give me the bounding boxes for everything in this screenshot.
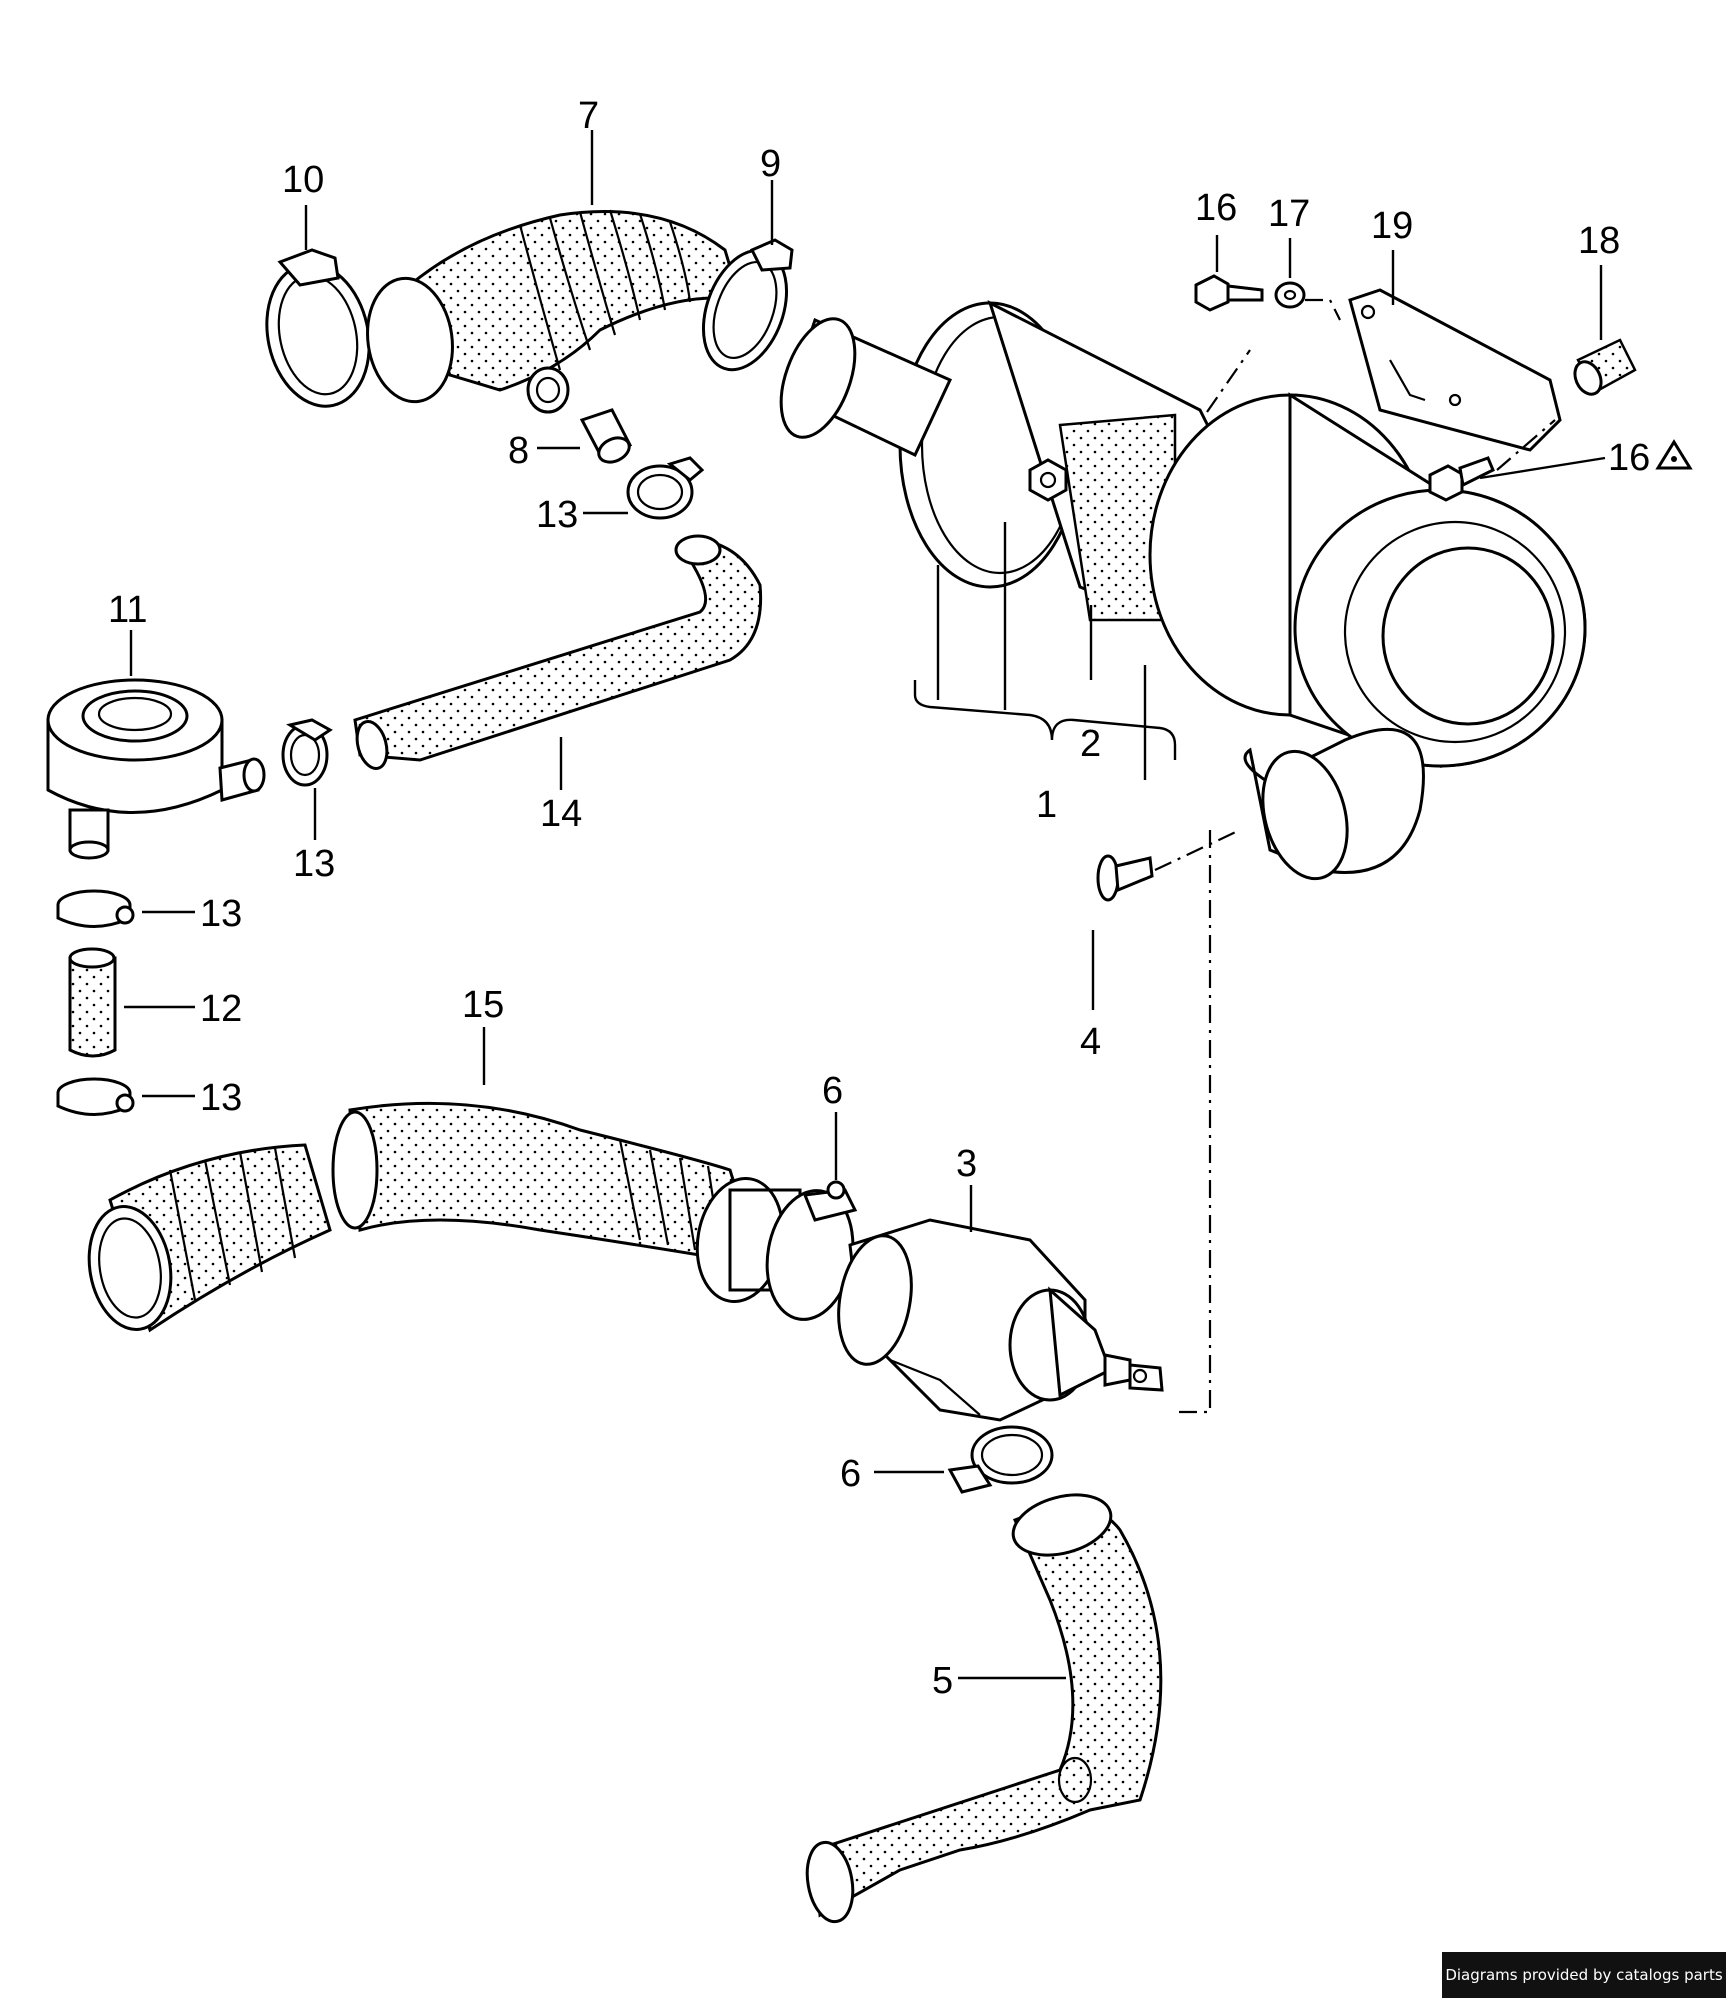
- breather-hose-14: [353, 534, 763, 770]
- leader-lines: [124, 130, 1606, 1680]
- callout-6-upper: 6: [822, 1070, 843, 1112]
- callout-10: 10: [282, 159, 324, 201]
- screw: [1096, 854, 1154, 902]
- corrugated-hose-15: [331, 1101, 763, 1267]
- callout-11: 11: [108, 589, 147, 631]
- callout-18: 18: [1578, 220, 1620, 262]
- bolt-16-lower: [1428, 456, 1495, 502]
- bolt-16-upper: [1194, 274, 1264, 312]
- clamp-13-upper: [626, 456, 705, 520]
- corrugated-elbow-hose: [366, 209, 743, 414]
- warning-triangle-icon: [1655, 439, 1693, 470]
- intake-stub: [779, 317, 953, 458]
- nipple-8: [579, 408, 633, 464]
- crankcase-breather-valve: [46, 678, 266, 860]
- assembly-line-washer: [1305, 298, 1341, 321]
- callout-13-left-lower: 13: [200, 1077, 242, 1119]
- assembly-line-vertical: [1178, 830, 1212, 1414]
- callout-13-left-upper: 13: [200, 893, 242, 935]
- filter-outlet-elbow: [1243, 727, 1425, 881]
- callout-17: 17: [1268, 193, 1310, 235]
- callout-brace-1: [913, 522, 1177, 780]
- hose-5: [805, 1493, 1163, 1924]
- callout-19: 19: [1371, 205, 1413, 247]
- callout-16-lower: 16: [1608, 437, 1650, 479]
- callout-13-upper: 13: [536, 494, 578, 536]
- clamp-13-mid: [281, 718, 333, 787]
- callout-6-lower: 6: [840, 1453, 861, 1495]
- sleeve: [1573, 338, 1637, 396]
- callout-15: 15: [462, 984, 504, 1026]
- callout-labels: 7 10 9 8 13 11 13 14 13 12 13 15 6 3 6 4…: [108, 95, 1650, 1702]
- hose-12: [68, 947, 117, 1058]
- callout-3: 3: [956, 1143, 977, 1185]
- callout-5: 5: [932, 1660, 953, 1702]
- air-flow-meter: [837, 1218, 1164, 1422]
- clamp-6-lower: [947, 1425, 1054, 1494]
- callout-1: 1: [1036, 784, 1057, 826]
- corrugated-intake-hose: [87, 1143, 332, 1333]
- footer-credit: Diagrams provided by catalogs parts: [1442, 1952, 1726, 1998]
- clamp-9: [701, 238, 794, 372]
- clamp-13-left-lower: [56, 1077, 135, 1116]
- callout-13-mid: 13: [293, 843, 335, 885]
- callout-9: 9: [760, 143, 781, 185]
- air-filter-housing: [898, 300, 1587, 769]
- clamp-10: [265, 248, 371, 408]
- callout-2: 2: [1080, 723, 1101, 765]
- assembly-line-screw: [1154, 829, 1241, 871]
- callout-16-upper: 16: [1195, 187, 1237, 229]
- clamp-13-left-upper: [56, 889, 135, 928]
- assembly-line-sleeve: [1496, 419, 1556, 471]
- clamp-6-upper: [802, 1180, 858, 1222]
- callout-4: 4: [1080, 1021, 1101, 1063]
- callout-12: 12: [200, 988, 242, 1030]
- assembly-line-bolt: [1206, 349, 1251, 413]
- callout-14: 14: [540, 793, 582, 835]
- mounting-bracket: [1348, 288, 1562, 452]
- connector-ring: [695, 1177, 855, 1321]
- callout-7: 7: [578, 95, 599, 137]
- washer: [1274, 281, 1306, 309]
- callout-8: 8: [508, 430, 529, 472]
